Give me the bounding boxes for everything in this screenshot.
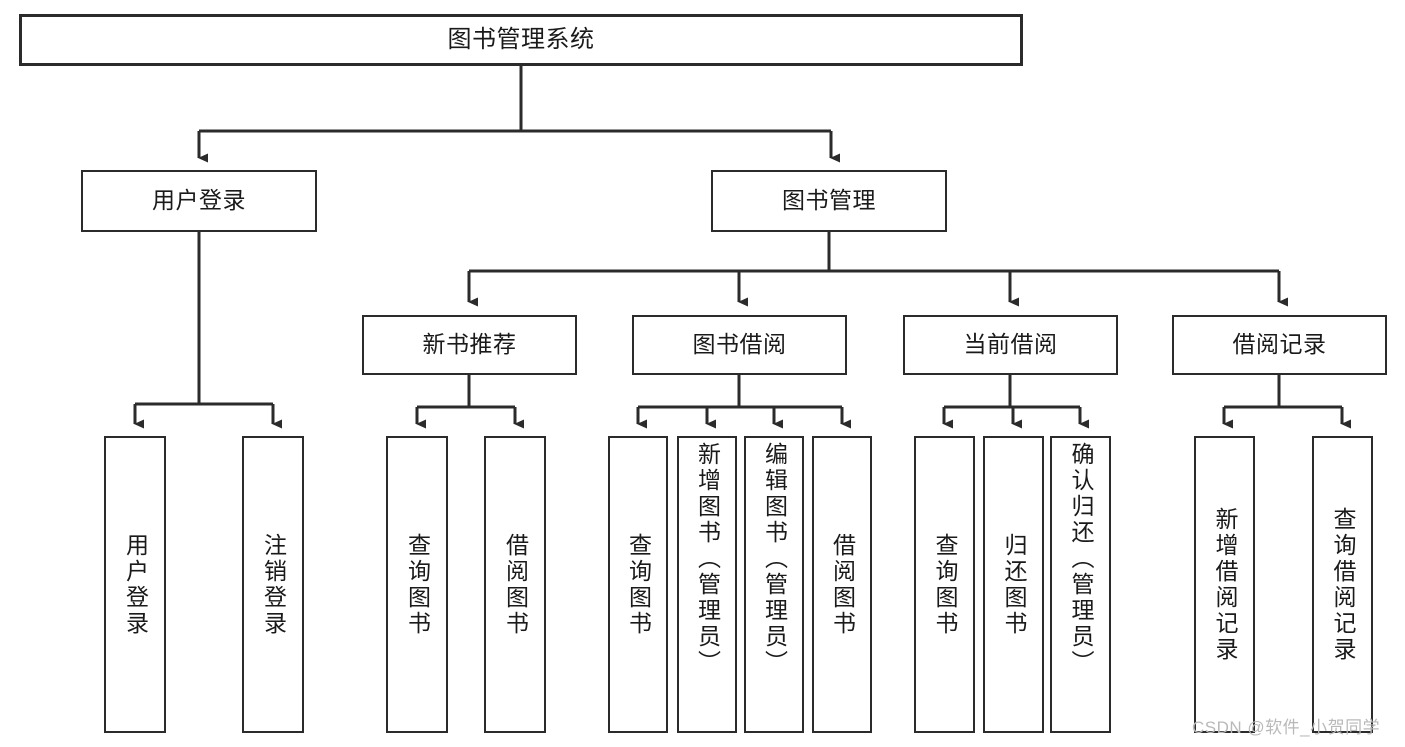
node-book-borrow[interactable]: 图书借阅 — [632, 315, 847, 375]
node-leaf-return-book[interactable]: 归还图书 — [983, 436, 1044, 733]
node-label-leaf-return-book: 归还图书 — [1001, 532, 1027, 637]
node-label-book-manage: 图书管理 — [782, 187, 876, 214]
node-label-leaf-add-record: 新增借阅记录 — [1212, 506, 1238, 663]
node-leaf-query-book[interactable]: 查询图书 — [608, 436, 668, 733]
node-label-leaf-borrow-book: 借阅图书 — [829, 532, 856, 637]
node-leaf-user-login[interactable]: 用户登录 — [104, 436, 166, 733]
book-manage-to-level3-connectors — [467, 232, 1288, 307]
root-to-level2-connectors — [197, 66, 840, 163]
node-label-leaf-user-login: 用户登录 — [122, 532, 149, 637]
node-leaf-query-book-cur[interactable]: 查询图书 — [914, 436, 975, 733]
node-borrow-record[interactable]: 借阅记录 — [1172, 315, 1387, 375]
node-label-leaf-add-book: 新增图书（管理员） — [694, 442, 721, 676]
node-label-leaf-query-record: 查询借阅记录 — [1330, 506, 1356, 663]
node-leaf-logout[interactable]: 注销登录 — [242, 436, 304, 733]
node-leaf-add-record[interactable]: 新增借阅记录 — [1194, 436, 1255, 733]
node-leaf-borrow-book-rec[interactable]: 借阅图书 — [484, 436, 546, 733]
node-label-leaf-borrow-book-rec: 借阅图书 — [502, 532, 529, 637]
new-book-recommend-to-leaves-connectors — [415, 375, 524, 429]
node-leaf-add-book[interactable]: 新增图书（管理员） — [677, 436, 737, 733]
node-label-borrow-record: 借阅记录 — [1232, 331, 1327, 358]
book-borrow-to-leaves-connectors — [636, 375, 851, 429]
node-label-leaf-query-book-cur: 查询图书 — [932, 532, 958, 637]
node-label-leaf-query-book: 查询图书 — [625, 532, 652, 637]
node-label-leaf-edit-book: 编辑图书（管理员） — [761, 442, 788, 676]
node-book-manage[interactable]: 图书管理 — [711, 170, 947, 232]
node-root[interactable]: 图书管理系统 — [19, 14, 1023, 66]
node-leaf-query-book-rec[interactable]: 查询图书 — [386, 436, 448, 733]
current-borrow-to-leaves-connectors — [942, 375, 1089, 429]
node-label-leaf-confirm-return: 确认归还（管理员） — [1068, 442, 1094, 676]
node-leaf-borrow-book[interactable]: 借阅图书 — [812, 436, 872, 733]
node-label-root: 图书管理系统 — [447, 25, 595, 53]
node-label-book-borrow: 图书借阅 — [692, 331, 787, 358]
node-new-book-recommend[interactable]: 新书推荐 — [362, 315, 577, 375]
node-label-user-login: 用户登录 — [152, 187, 246, 214]
node-user-login[interactable]: 用户登录 — [81, 170, 317, 232]
node-label-leaf-logout: 注销登录 — [260, 532, 287, 637]
user-login-to-leaves-connectors — [133, 232, 282, 429]
node-leaf-query-record[interactable]: 查询借阅记录 — [1312, 436, 1373, 733]
borrow-record-to-leaves-connectors — [1222, 375, 1351, 429]
node-label-current-borrow: 当前借阅 — [963, 331, 1058, 358]
node-label-new-book-recommend: 新书推荐 — [422, 331, 517, 358]
node-current-borrow[interactable]: 当前借阅 — [903, 315, 1118, 375]
node-leaf-edit-book[interactable]: 编辑图书（管理员） — [744, 436, 804, 733]
node-label-leaf-query-book-rec: 查询图书 — [404, 532, 431, 637]
node-leaf-confirm-return[interactable]: 确认归还（管理员） — [1050, 436, 1111, 733]
